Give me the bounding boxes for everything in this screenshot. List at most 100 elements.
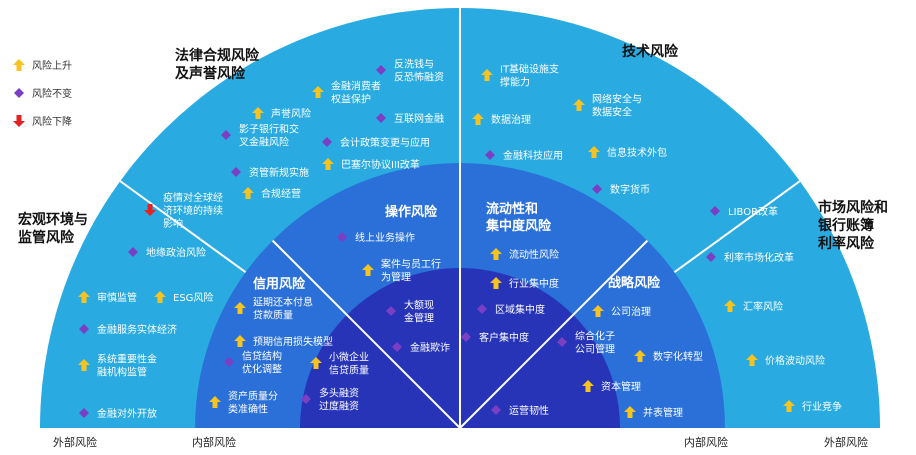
diamond-icon — [14, 88, 24, 98]
header-legal-compliance: 法律合规风险及声誉风险 — [175, 47, 260, 82]
arrow-down-icon — [13, 115, 25, 127]
arrow-up-icon — [724, 300, 736, 312]
arrow-up-icon — [472, 113, 484, 125]
risk-item-label: 资本管理 — [601, 380, 641, 393]
risk-item-label: IT基础设施支撑能力 — [500, 63, 559, 89]
risk-item-label: 影子银行和交叉金融风险 — [239, 123, 299, 149]
risk-item-label: 数据治理 — [491, 113, 531, 126]
risk-item-label: 网络安全与数据安全 — [592, 93, 642, 119]
risk-item: 金融科技应用 — [485, 149, 563, 162]
arrow-up-icon — [78, 359, 90, 371]
risk-item-label: 利率市场化改革 — [724, 251, 794, 264]
risk-item-label: 运营韧性 — [509, 404, 549, 417]
risk-item: 案件与员工行为管理 — [362, 258, 441, 284]
risk-item-label: 金融服务实体经济 — [97, 323, 177, 336]
risk-item: IT基础设施支撑能力 — [481, 63, 559, 89]
risk-item-label: 信息技术外包 — [607, 146, 667, 159]
risk-item-label: 线上业务操作 — [355, 231, 415, 244]
risk-item: 资管新规实施 — [231, 166, 309, 179]
arrow-up-icon — [746, 354, 758, 366]
risk-item: 会计政策变更与应用 — [322, 136, 430, 149]
sector-dividers — [119, 8, 801, 429]
risk-item-label: 大额现金管理 — [404, 299, 434, 325]
risk-item-label: 反洗钱与反恐怖融资 — [394, 58, 444, 84]
inner-divider-right — [459, 239, 649, 429]
risk-item: LIBOR改革 — [710, 205, 778, 218]
risk-item-label: 合规经营 — [261, 187, 301, 200]
header-liquidity: 流动性和集中度风险 — [485, 201, 552, 234]
risk-item-label: 审慎监管 — [97, 291, 137, 304]
risk-item: 预期信用损失模型 — [234, 335, 333, 348]
legend-item: 风险上升 — [13, 59, 72, 72]
arrow-up-icon — [242, 187, 254, 199]
risk-item-label: 数字货币 — [610, 183, 650, 196]
diamond-icon — [461, 332, 471, 342]
risk-item: 数字货币 — [592, 183, 650, 196]
risk-item: 资本管理 — [582, 380, 641, 393]
risk-item-label: 地缘政治风险 — [146, 246, 206, 259]
arrow-up-icon — [588, 146, 600, 158]
arrow-up-icon — [154, 291, 166, 303]
risk-item: 金融对外开放 — [79, 407, 157, 420]
risk-item: 信贷结构优化调整 — [224, 350, 282, 376]
diamond-icon — [491, 405, 501, 415]
risk-item-label: 资管新规实施 — [249, 166, 309, 179]
risk-item-label: 案件与员工行为管理 — [381, 258, 441, 284]
risk-item-label: 行业竞争 — [802, 400, 842, 413]
risk-item: 价格波动风险 — [746, 354, 825, 367]
risk-item-label: 巴塞尔协议III改革 — [341, 158, 420, 171]
risk-item: 并表管理 — [624, 406, 683, 419]
diamond-icon — [224, 357, 234, 367]
risk-item: 区域集中度 — [477, 303, 545, 316]
base-label-left-internal: 内部风险 — [192, 435, 236, 449]
risk-item: 巴塞尔协议III改革 — [322, 158, 420, 171]
risk-item-label: 预期信用损失模型 — [253, 335, 333, 348]
risk-item-label: 汇率风险 — [743, 300, 783, 313]
diamond-icon — [301, 394, 311, 404]
risk-item: 利率市场化改革 — [706, 251, 794, 264]
base-label-right-internal: 内部风险 — [684, 435, 728, 449]
header-credit: 信用风险 — [253, 276, 306, 292]
risk-item: 多头融资过度融资 — [301, 387, 359, 413]
category-headers: 宏观环境与监管风险法律合规风险及声誉风险技术风险市场风险和银行账簿利率风险信用风… — [18, 43, 888, 292]
risk-item: 金融消费者权益保护 — [312, 80, 381, 106]
legend-label: 风险不变 — [32, 87, 72, 100]
risk-item: 数字化转型 — [634, 350, 703, 363]
risk-item: 互联网金融 — [376, 112, 444, 125]
arrow-up-icon — [592, 305, 604, 317]
risk-item: 资产质量分类准确性 — [209, 390, 278, 416]
risk-item: 审慎监管 — [78, 291, 137, 304]
risk-item-label: 流动性风险 — [509, 248, 559, 261]
risk-item: 汇率风险 — [724, 300, 783, 313]
diamond-icon — [337, 232, 347, 242]
risk-item: 行业竞争 — [783, 400, 842, 413]
header-operational: 操作风险 — [385, 204, 438, 220]
risk-item-label: 疫情对全球经济环境的持续影响 — [163, 191, 223, 230]
arrow-up-icon — [312, 86, 324, 98]
arrow-up-icon — [573, 99, 585, 111]
risk-item: 综合化子公司管理 — [557, 330, 615, 356]
risk-item-label: 声誉风险 — [271, 107, 311, 120]
arrow-up-icon — [13, 59, 25, 71]
outer-divider-left — [119, 180, 247, 274]
diamond-icon — [128, 247, 138, 257]
risk-item: 声誉风险 — [252, 107, 311, 120]
base-label-left-external: 外部风险 — [53, 435, 97, 449]
risk-item: 公司治理 — [592, 305, 651, 318]
diamond-icon — [322, 137, 332, 147]
diamond-icon — [557, 337, 567, 347]
header-strategic: 战略风险 — [608, 275, 661, 291]
legend-item: 风险不变 — [14, 87, 72, 100]
risk-item: ESG风险 — [154, 291, 213, 304]
risk-item: 小微企业信贷质量 — [310, 351, 369, 377]
diamond-icon — [386, 306, 396, 316]
risk-item-label: 信贷结构优化调整 — [242, 350, 282, 376]
header-market-rate: 市场风险和银行账簿利率风险 — [818, 199, 888, 252]
risk-item-label: 多头融资过度融资 — [319, 387, 359, 413]
diamond-icon — [477, 304, 487, 314]
arrow-up-icon — [624, 406, 636, 418]
risk-item: 运营韧性 — [491, 404, 549, 417]
